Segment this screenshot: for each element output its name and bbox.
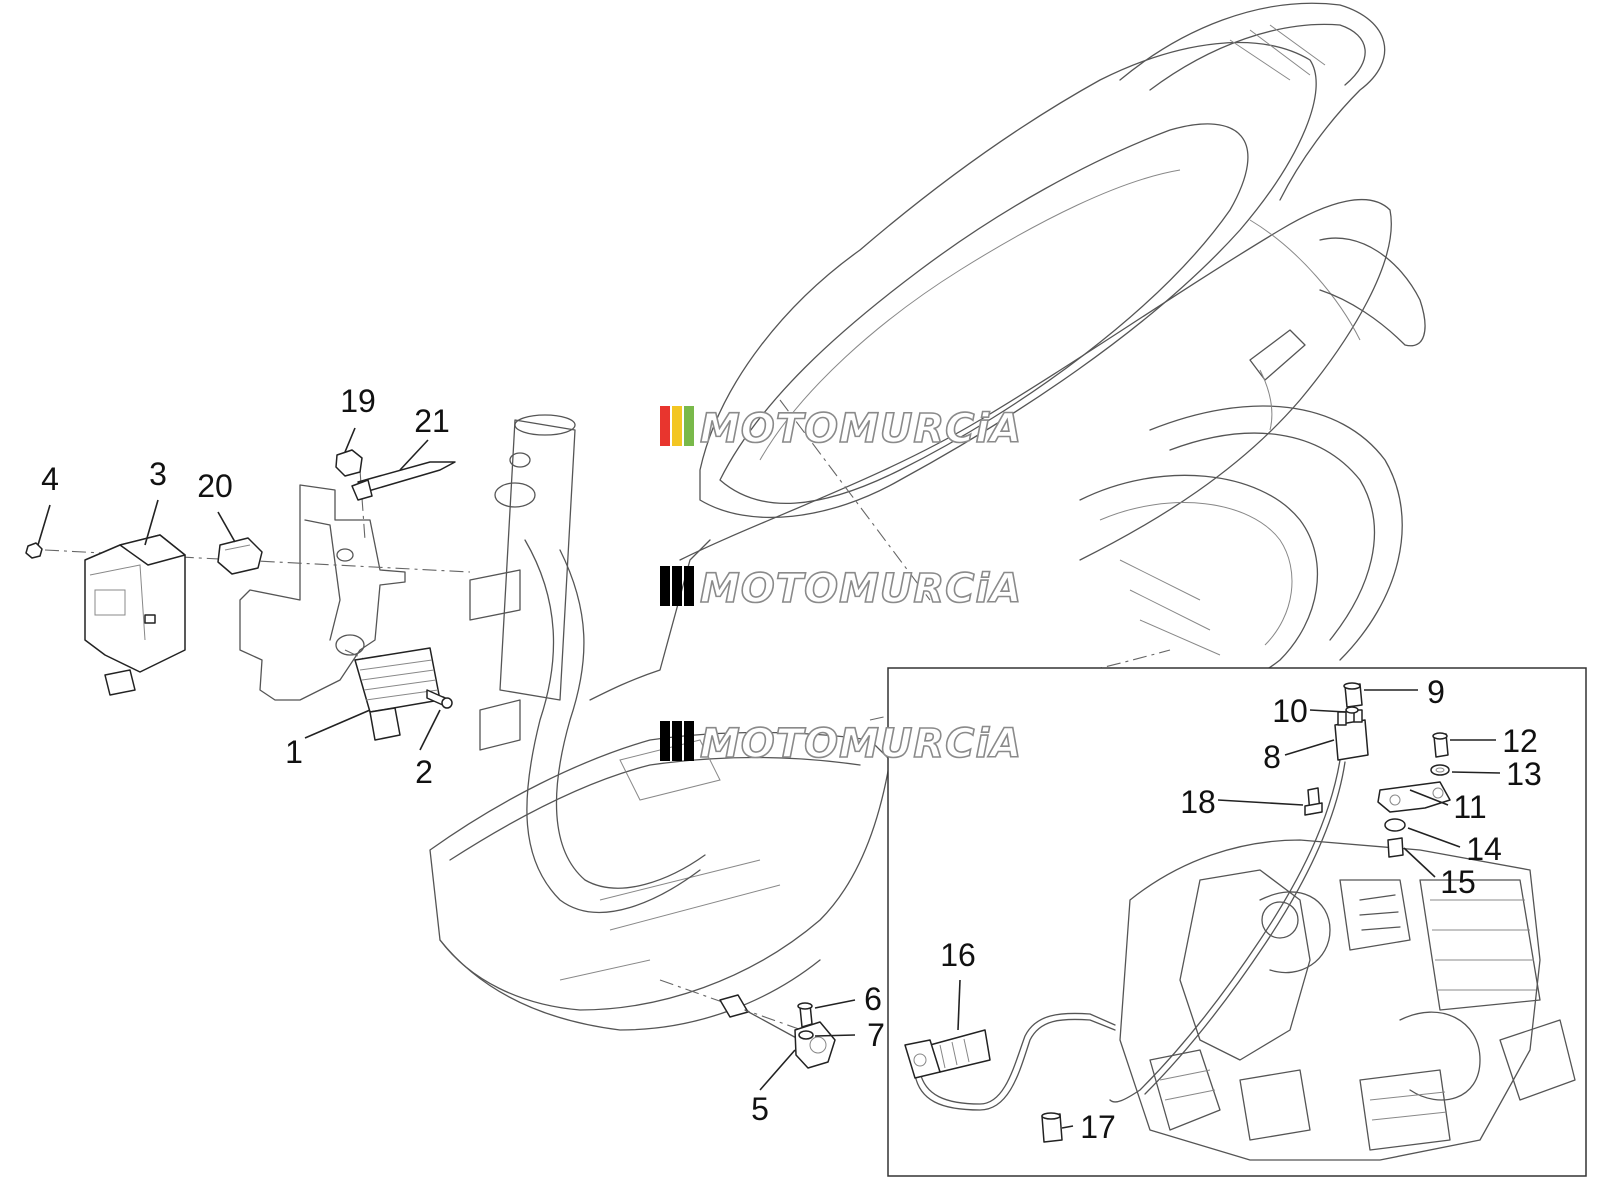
scooter-outline <box>429 2 1426 1031</box>
part-10-washer <box>1345 706 1359 714</box>
part-19-clip <box>335 449 363 477</box>
callout-2: 2 <box>415 754 433 790</box>
part-1-regulator <box>354 647 441 741</box>
callout-14: 14 <box>1466 831 1502 867</box>
watermark-1: MOTOMURCiA <box>660 405 1022 453</box>
part-18-clip <box>1304 787 1323 816</box>
part-16-connector <box>904 1029 991 1079</box>
watermark-flag-red <box>660 406 670 446</box>
callout-11: 11 <box>1453 789 1486 825</box>
watermark-flag-red <box>660 566 670 606</box>
callout-7: 7 <box>867 1017 885 1053</box>
callout-15: 15 <box>1440 864 1476 900</box>
mounting-bracket <box>239 484 406 701</box>
part-3-control-unit <box>84 534 186 696</box>
part-5-sensor <box>719 994 836 1069</box>
watermark-flag-red <box>660 721 670 761</box>
callout-18: 18 <box>1180 784 1216 820</box>
callout-12: 12 <box>1502 723 1538 759</box>
part-13-washer <box>1430 764 1450 776</box>
watermark-flag-yellow <box>672 406 682 446</box>
callout-21: 21 <box>414 403 450 439</box>
callout-19: 19 <box>340 383 376 419</box>
callout-6: 6 <box>864 981 882 1017</box>
watermark-3: MOTOMURCiA <box>660 720 1022 768</box>
part-8-sensor <box>1334 709 1369 761</box>
leader-lines <box>37 427 1501 1129</box>
watermark-text: MOTOMURCiA <box>700 406 1022 452</box>
watermark-flag-green <box>684 721 694 761</box>
part-15-spacer <box>1387 837 1404 858</box>
callout-8: 8 <box>1263 739 1281 775</box>
part-12-bolt <box>1432 732 1449 758</box>
part-2-bolt <box>426 689 453 709</box>
callout-3: 3 <box>149 456 167 492</box>
watermark-flag-yellow <box>672 721 682 761</box>
part-17-sleeve <box>1041 1112 1063 1143</box>
part-20-clip <box>217 537 263 575</box>
part-4-nut <box>25 542 43 559</box>
callout-20: 20 <box>197 468 233 504</box>
callout-1: 1 <box>285 734 303 770</box>
callout-16: 16 <box>940 937 976 973</box>
watermark-text: MOTOMURCiA <box>700 566 1022 612</box>
callout-17: 17 <box>1080 1109 1116 1145</box>
callout-5: 5 <box>751 1091 769 1127</box>
part-21-cable-tie <box>351 461 456 501</box>
watermark-2: MOTOMURCiA <box>660 565 1022 613</box>
part-11-bracket <box>1377 781 1451 813</box>
callout-13: 13 <box>1506 756 1542 792</box>
part-9-bolt <box>1343 682 1363 708</box>
callout-10: 10 <box>1272 693 1308 729</box>
callout-labels: 4 3 20 19 21 1 2 5 6 7 9 10 8 12 13 11 1… <box>41 383 1542 1145</box>
frame-tube <box>469 414 706 914</box>
part-14-grommet <box>1384 818 1406 832</box>
watermark-flag-yellow <box>672 566 682 606</box>
callout-4: 4 <box>41 461 59 497</box>
part-6-screw <box>797 1002 813 1028</box>
callout-9: 9 <box>1427 674 1445 710</box>
inset-frame <box>887 667 1587 1177</box>
watermark-flag-green <box>684 566 694 606</box>
watermark-flag-green <box>684 406 694 446</box>
part-7-washer <box>798 1030 814 1040</box>
watermark-text: MOTOMURCiA <box>700 721 1022 767</box>
